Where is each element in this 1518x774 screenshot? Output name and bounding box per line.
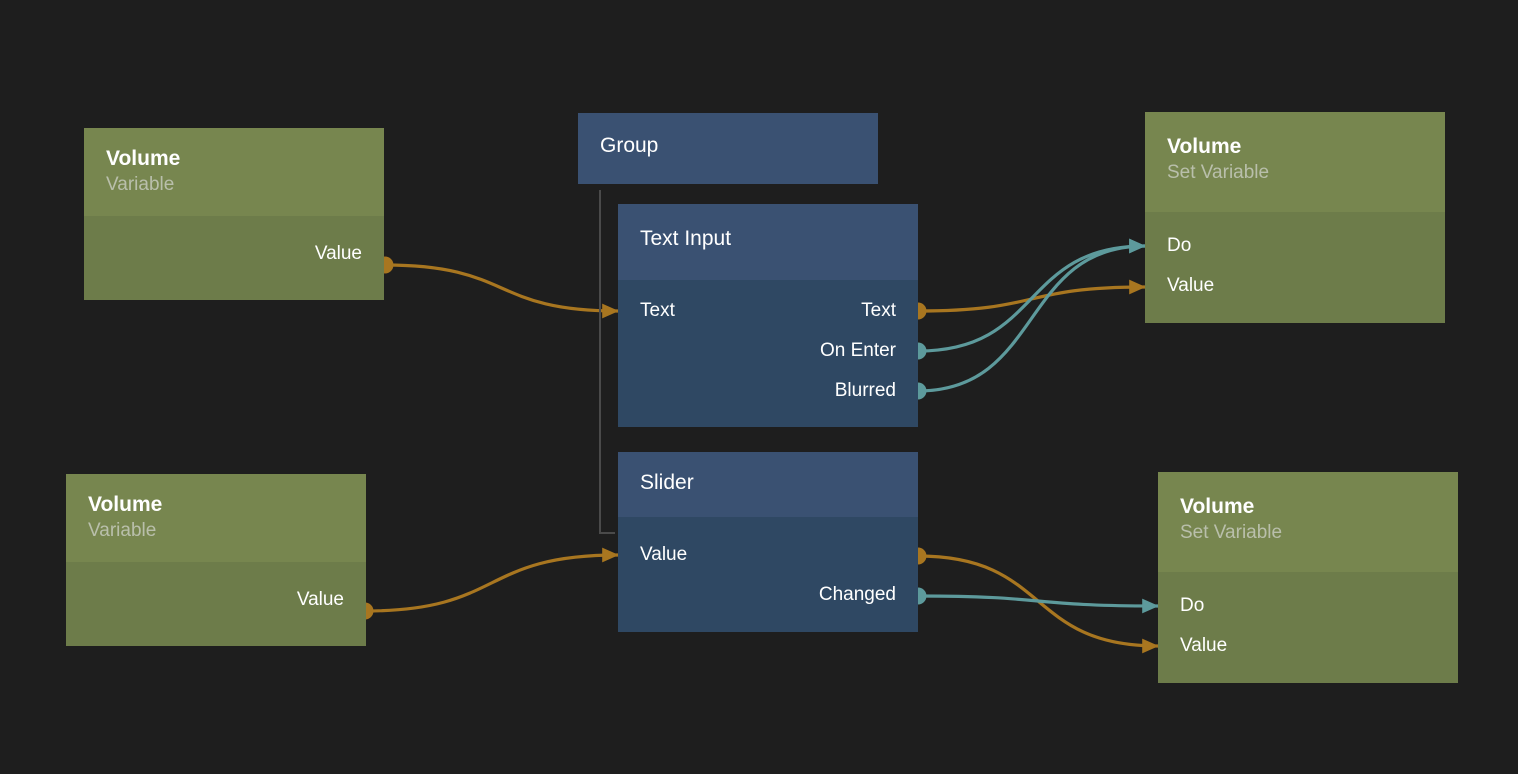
port-row-value[interactable]: Value: [1158, 626, 1458, 666]
edge-text-input-on-enter-to-set-variable-top-do[interactable]: [918, 246, 1145, 351]
port-label: Value: [1180, 635, 1227, 657]
node-title: Volume: [88, 492, 344, 518]
node-header: Volume Variable: [66, 474, 366, 562]
node-header: Slider: [618, 452, 918, 517]
edge-text-input-text-to-set-variable-top-value[interactable]: [918, 287, 1145, 311]
port-label: Do: [1167, 235, 1191, 257]
port-row-value[interactable]: Value: [1145, 266, 1445, 306]
node-subtitle: Variable: [106, 172, 362, 198]
node-variable-bottom[interactable]: Volume Variable Value: [66, 474, 366, 646]
node-title: Slider: [640, 470, 896, 496]
port-label: Blurred: [835, 380, 896, 402]
port-label: Value: [1167, 275, 1214, 297]
node-set-variable-bottom[interactable]: Volume Set Variable Do Value: [1158, 472, 1458, 683]
port-row-on-enter[interactable]: On Enter: [618, 331, 918, 371]
node-subtitle: Set Variable: [1167, 160, 1423, 186]
node-header: Volume Variable: [84, 128, 384, 216]
port-label: Do: [1180, 595, 1204, 617]
node-text-input[interactable]: Text Input Text Text On Enter Blurred: [618, 204, 918, 427]
node-body: Do Value: [1145, 212, 1445, 323]
node-body: Value: [84, 216, 384, 300]
node-subtitle: Set Variable: [1180, 520, 1436, 546]
node-slider[interactable]: Slider Value Changed: [618, 452, 918, 632]
row-spacer: [1145, 212, 1445, 226]
row-spacer: [66, 562, 366, 580]
port-label-out: Text: [861, 300, 896, 322]
port-label: On Enter: [820, 340, 896, 362]
node-body: Do Value: [1158, 572, 1458, 683]
node-body: Text Text On Enter Blurred: [618, 280, 918, 427]
node-header: Volume Set Variable: [1158, 472, 1458, 572]
port-label-in: Text: [640, 300, 675, 322]
port-row-changed[interactable]: Changed: [618, 575, 918, 615]
edge-text-input-blurred-to-set-variable-top-do[interactable]: [918, 246, 1145, 391]
node-body: Value: [66, 562, 366, 646]
port-row-text[interactable]: Text Text: [618, 291, 918, 331]
node-header: Volume Set Variable: [1145, 112, 1445, 212]
node-title: Volume: [1180, 494, 1436, 520]
port-row-do[interactable]: Do: [1158, 586, 1458, 626]
row-spacer: [618, 517, 918, 535]
row-spacer: [618, 280, 918, 291]
edge-slider-changed-to-set-variable-bottom-do[interactable]: [918, 596, 1158, 606]
node-title: Group: [600, 133, 856, 159]
node-header: Group: [578, 113, 878, 184]
row-spacer: [1158, 572, 1458, 586]
port-label: Value: [297, 589, 344, 611]
node-header: Text Input: [618, 204, 918, 280]
edge-slider-value-to-set-variable-bottom-value[interactable]: [918, 556, 1158, 646]
port-label-in: Value: [640, 544, 687, 566]
port-row-blurred[interactable]: Blurred: [618, 371, 918, 411]
group-bracket: [599, 190, 615, 534]
port-row-do[interactable]: Do: [1145, 226, 1445, 266]
edge-variable-top-value-to-text-input-text[interactable]: [385, 265, 618, 311]
node-body: Value Changed: [618, 517, 918, 632]
node-title: Volume: [106, 146, 362, 172]
node-group[interactable]: Group: [578, 113, 878, 184]
edge-variable-bottom-value-to-slider-value[interactable]: [365, 555, 618, 611]
node-title: Volume: [1167, 134, 1423, 160]
node-set-variable-top[interactable]: Volume Set Variable Do Value: [1145, 112, 1445, 323]
port-row-value-out[interactable]: Value: [66, 580, 366, 620]
node-variable-top[interactable]: Volume Variable Value: [84, 128, 384, 300]
row-spacer: [84, 216, 384, 234]
node-subtitle: Variable: [88, 518, 344, 544]
node-title: Text Input: [640, 226, 896, 252]
port-row-value[interactable]: Value: [618, 535, 918, 575]
port-label: Changed: [819, 584, 896, 606]
port-row-value-out[interactable]: Value: [84, 234, 384, 274]
port-label: Value: [315, 243, 362, 265]
